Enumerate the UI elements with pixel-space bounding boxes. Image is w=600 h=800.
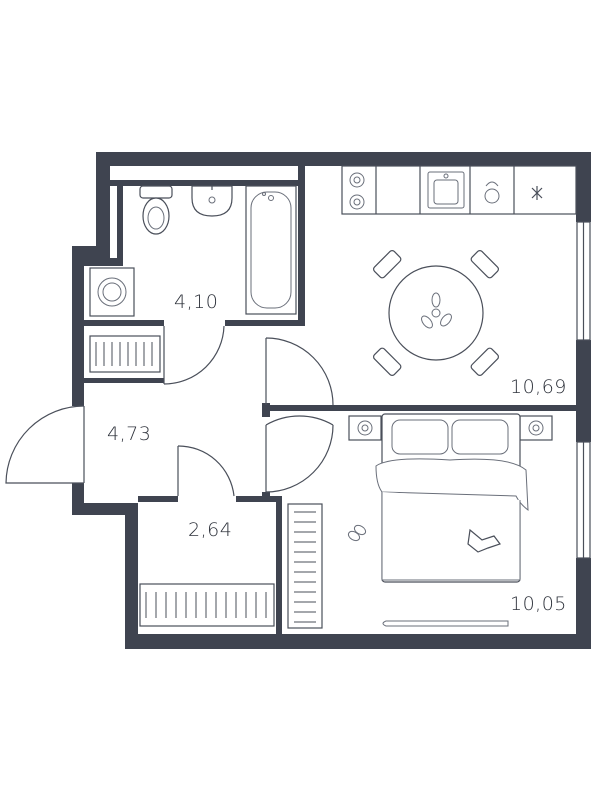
washing-machine [89,267,135,317]
outer-walls [72,152,591,649]
slippers [347,524,367,542]
wardrobe-bedroom [287,503,323,629]
area-label-bathroom: 4,10 [174,291,219,313]
plant-icon [531,186,543,200]
door-kitchen[interactable] [265,337,334,406]
rug [382,620,509,627]
area-label-kitchen: 10,69 [510,376,567,398]
window-bedroom [576,441,591,559]
wardrobe-storage [139,583,275,627]
nightstand-right [519,415,553,441]
bathtub [245,185,297,315]
bed [375,413,529,583]
area-label-hall: 4,73 [107,423,152,445]
area-label-storage: 2,64 [188,519,233,541]
door-bathroom[interactable] [163,325,225,385]
wardrobe-hall [89,335,161,373]
nightstand-left [348,415,382,441]
door-entrance[interactable] [5,405,85,484]
toilet [139,185,173,235]
kettle [484,181,500,204]
sink [191,185,233,217]
door-bedroom[interactable] [265,415,334,493]
door-storage[interactable] [177,445,235,497]
area-label-bedroom: 10,05 [510,593,567,615]
stove [349,172,365,210]
window-kitchen [576,221,591,341]
kitchen-sink [427,171,465,209]
dining-table [373,250,499,376]
interior-walls [84,166,576,636]
